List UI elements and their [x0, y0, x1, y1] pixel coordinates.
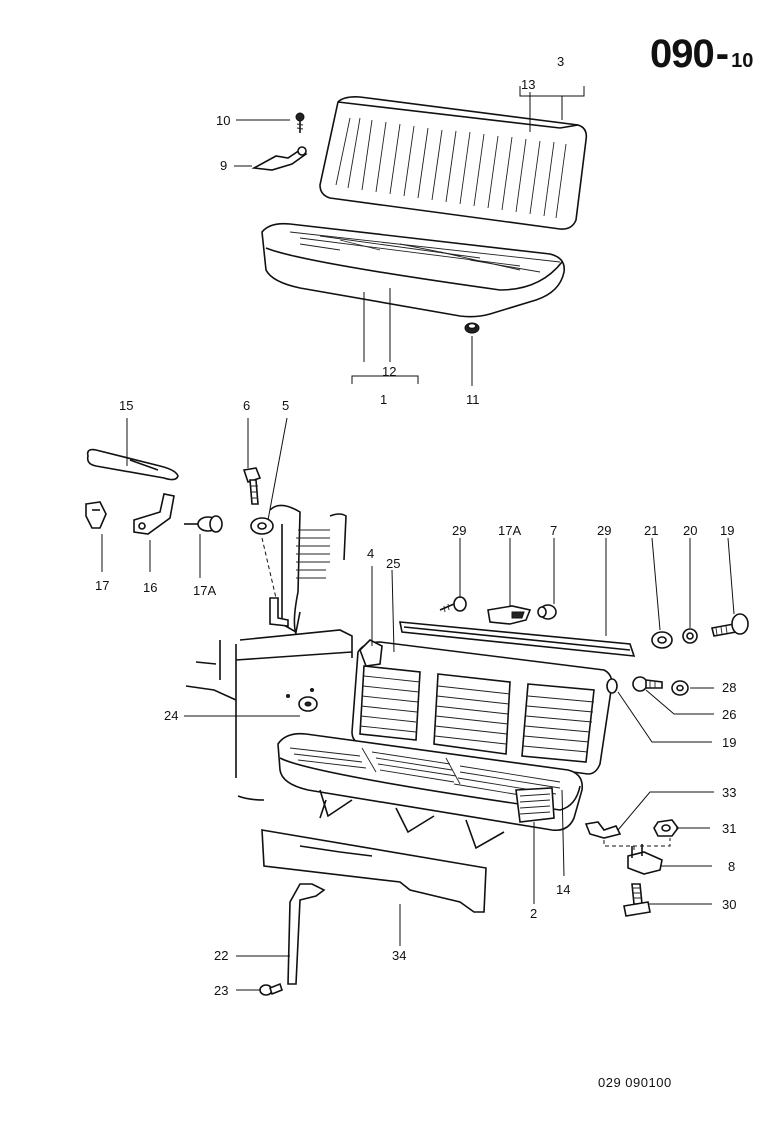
callout-31: 30 — [722, 897, 736, 912]
panel-34 — [261, 829, 487, 913]
callout-24: 23 — [214, 983, 228, 998]
cap-7 — [537, 604, 557, 620]
page-number-main: 090 — [650, 32, 715, 76]
bolt-20 — [711, 613, 749, 637]
callout-19: 19 — [722, 735, 736, 750]
knob-18 — [184, 515, 223, 533]
callout-5: 5 — [282, 398, 289, 413]
callout-20: 19 — [720, 523, 734, 538]
callout-11: 11 — [466, 392, 480, 407]
seat-cushion-upper — [261, 222, 566, 318]
bolt-31 — [623, 883, 651, 917]
callout-28: 28 — [722, 680, 736, 695]
callout-26: 25 — [386, 556, 400, 571]
screw-30 — [439, 596, 467, 613]
callout-27: 26 — [722, 707, 736, 722]
bolt-6 — [242, 467, 262, 505]
washer-28 — [671, 680, 689, 696]
callout-13: 13 — [521, 77, 535, 92]
callout-7: 7 — [550, 523, 557, 538]
bench-seat — [277, 732, 584, 850]
callout-1: 1 — [380, 392, 387, 407]
plug-11 — [464, 322, 480, 334]
callout-29: 29 — [597, 523, 611, 538]
callout-34: 34 — [392, 948, 406, 963]
callout-16: 16 — [143, 580, 157, 595]
callout-15: 15 — [119, 398, 133, 413]
callout-30: 29 — [452, 523, 466, 538]
washer-22 — [651, 631, 673, 649]
callout-labels: 3 13 10 9 12 1 11 15 6 5 17 16 17A 29 17… — [95, 54, 736, 998]
callout-17: 17 — [95, 578, 109, 593]
wing-nut-33 — [584, 821, 622, 839]
callout-22: 21 — [644, 523, 658, 538]
cap-25 — [298, 696, 318, 712]
callout-17A: 17A — [498, 523, 521, 538]
callout-4: 4 — [367, 546, 374, 561]
callout-21: 20 — [683, 523, 697, 538]
callout-9: 9 — [220, 158, 227, 173]
screw-24 — [259, 982, 283, 996]
callout-25: 24 — [164, 708, 178, 723]
clip-17A — [487, 605, 532, 625]
callout-8: 8 — [728, 859, 735, 874]
callout-6: 6 — [243, 398, 250, 413]
callout-12: 12 — [382, 364, 396, 379]
bench-backrest — [351, 639, 618, 775]
callout-18: 17A — [193, 583, 216, 598]
drawing-code: 029 090100 — [598, 1075, 672, 1090]
callout-32: 31 — [722, 821, 736, 836]
callout-3: 3 — [557, 54, 564, 69]
trim-strip-29 — [399, 621, 636, 657]
callout-33: 33 — [722, 785, 736, 800]
screw-10 — [295, 112, 305, 133]
page-number-sub: 10 — [731, 50, 754, 72]
washer-5 — [250, 517, 274, 535]
strap-23 — [287, 883, 326, 985]
callout-10: 10 — [216, 113, 230, 128]
strap-15 — [86, 448, 179, 481]
nut-32 — [653, 819, 679, 837]
callout-2: 2 — [530, 906, 537, 921]
bracket-16 — [133, 493, 175, 535]
leader-lines — [101, 86, 735, 991]
body-panel — [185, 504, 353, 801]
bolt-27 — [632, 676, 663, 692]
backrest-upper — [319, 96, 588, 230]
bracket-8 — [627, 844, 663, 875]
clip-17 — [85, 501, 107, 529]
clip-9 — [251, 146, 308, 171]
page-number: 090-10 — [650, 32, 754, 76]
lock-washer-21 — [682, 628, 698, 644]
callout-23: 22 — [214, 948, 228, 963]
callout-14: 14 — [556, 882, 570, 897]
